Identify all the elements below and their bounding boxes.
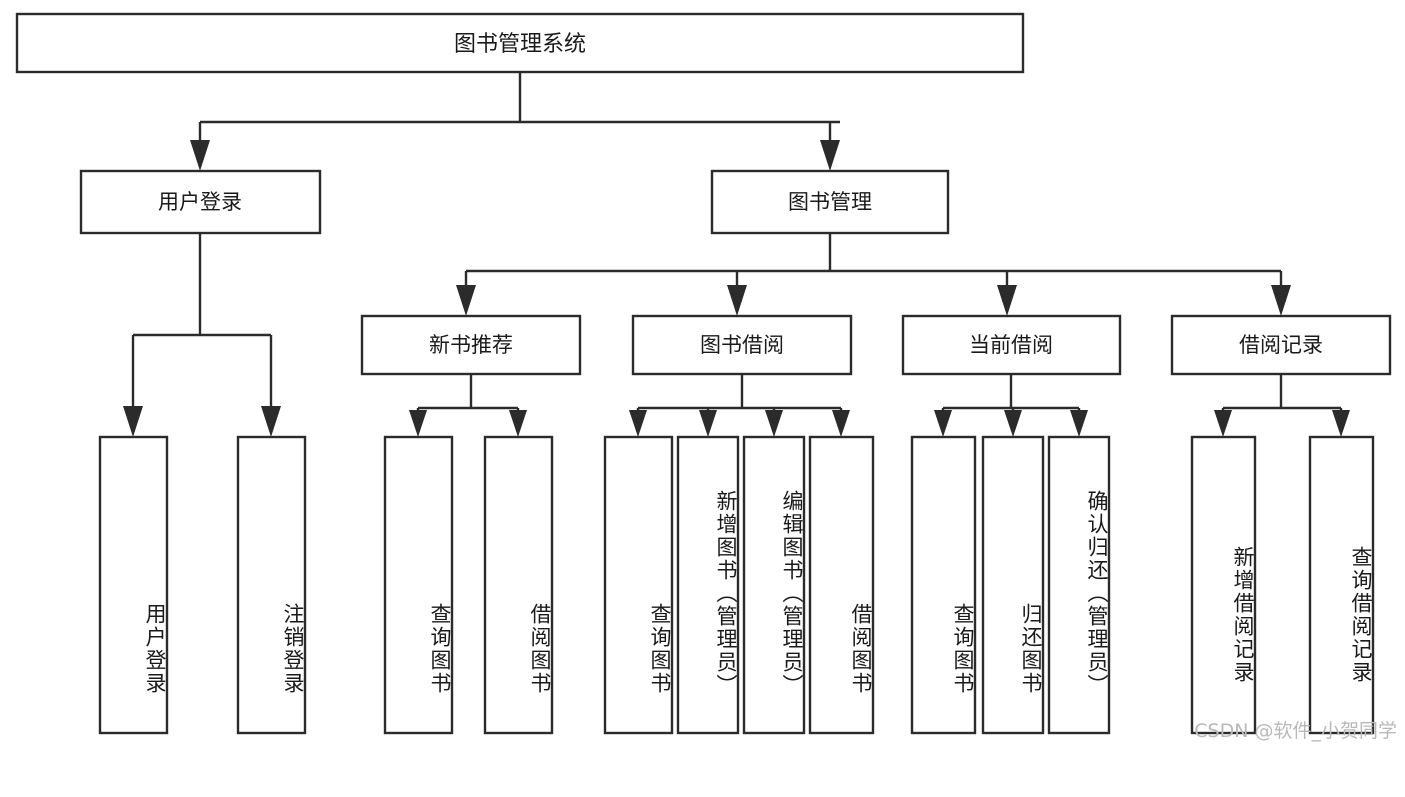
node-user-login-box[interactable] [79,169,322,235]
arrow-to-leaf-query-book-cur [934,410,952,437]
connector-group-user-login [123,233,281,437]
node-user-login-label: 用户登录 [158,190,242,214]
node-leaf-borrow-book-rec-box[interactable] [483,435,554,735]
arrow-to-book-borrow [727,285,747,316]
node-leaf-logout-login-box[interactable] [236,435,307,735]
node-leaf-add-book-admin-box[interactable] [676,435,740,735]
arrow-to-leaf-add-book-admin [699,410,717,437]
arrow-to-leaf-borrow-book [832,410,850,437]
node-book-borrow-label: 图书借阅 [700,333,784,357]
node-leaf-query-book-rec-box[interactable] [383,435,454,735]
csdn-watermark: CSDN @软件_小贺同学 [1194,720,1397,742]
arrow-to-leaf-query-book-rec [409,410,427,437]
node-leaf-query-borrow-record-box[interactable] [1308,435,1375,735]
arrow-root-to-book-manage [820,140,840,171]
node-user-login[interactable]: 用户登录 [79,169,322,235]
node-book-borrow-box[interactable] [631,314,853,376]
connector-group-book-borrow [629,374,850,437]
node-book-borrow[interactable]: 图书借阅 [631,314,853,376]
node-borrow-record-label: 借阅记录 [1239,333,1323,357]
node-leaf-return-book-box[interactable] [981,435,1045,735]
node-current-borrow-label: 当前借阅 [969,333,1053,357]
arrow-to-leaf-user-login [123,406,143,437]
connector-group-borrow-record [1214,374,1350,437]
node-root[interactable]: 图书管理系统 [15,12,1025,74]
connector-group-current-borrow [934,374,1088,437]
arrow-to-leaf-edit-book-admin [765,410,783,437]
node-leaf-add-borrow-record-box[interactable] [1190,435,1257,735]
arrow-to-borrow-record [1271,285,1291,316]
node-new-book-recommend-label: 新书推荐 [429,333,513,357]
leaf-boxes [98,435,1375,735]
arrow-to-leaf-borrow-book-rec [509,410,527,437]
connector-group-new-book-recommend [409,374,527,437]
arrow-to-leaf-query-borrow-record [1332,410,1350,437]
connector-group-book-manage [456,233,1291,316]
node-leaf-query-book-borrow-box[interactable] [603,435,674,735]
node-leaf-confirm-return-admin-box[interactable] [1047,435,1111,735]
arrow-to-leaf-logout-login [261,406,281,437]
flowchart-svg: 图书管理系统 用户登录 图书管理 新书推荐 图书借阅 当前借阅 借阅记录 [15,12,1392,735]
flowchart-canvas: 图书管理系统 用户登录 图书管理 新书推荐 图书借阅 当前借阅 借阅记录 [15,12,1397,742]
arrow-to-current-borrow [997,285,1017,316]
connector-group-root [190,72,840,171]
node-leaf-edit-book-admin-box[interactable] [742,435,806,735]
arrow-to-new-book-recommend [456,285,476,316]
arrow-to-leaf-confirm-return-admin [1070,410,1088,437]
arrow-to-leaf-add-borrow-record [1214,410,1232,437]
node-leaf-query-book-cur-box[interactable] [910,435,977,735]
arrow-to-leaf-query-book-borrow [629,410,647,437]
arrow-root-to-user-login [190,140,210,171]
node-new-book-recommend-box[interactable] [360,314,582,376]
node-root-box[interactable] [15,12,1025,74]
node-borrow-record-box[interactable] [1170,314,1392,376]
node-book-manage[interactable]: 图书管理 [710,169,950,235]
node-root-label: 图书管理系统 [454,32,586,57]
node-book-manage-label: 图书管理 [788,190,872,214]
node-current-borrow-box[interactable] [901,314,1122,376]
node-borrow-record[interactable]: 借阅记录 [1170,314,1392,376]
node-new-book-recommend[interactable]: 新书推荐 [360,314,582,376]
node-current-borrow[interactable]: 当前借阅 [901,314,1122,376]
node-leaf-borrow-book-box[interactable] [808,435,875,735]
node-leaf-user-login-box[interactable] [98,435,169,735]
arrow-to-leaf-return-book [1004,410,1022,437]
node-book-manage-box[interactable] [710,169,950,235]
